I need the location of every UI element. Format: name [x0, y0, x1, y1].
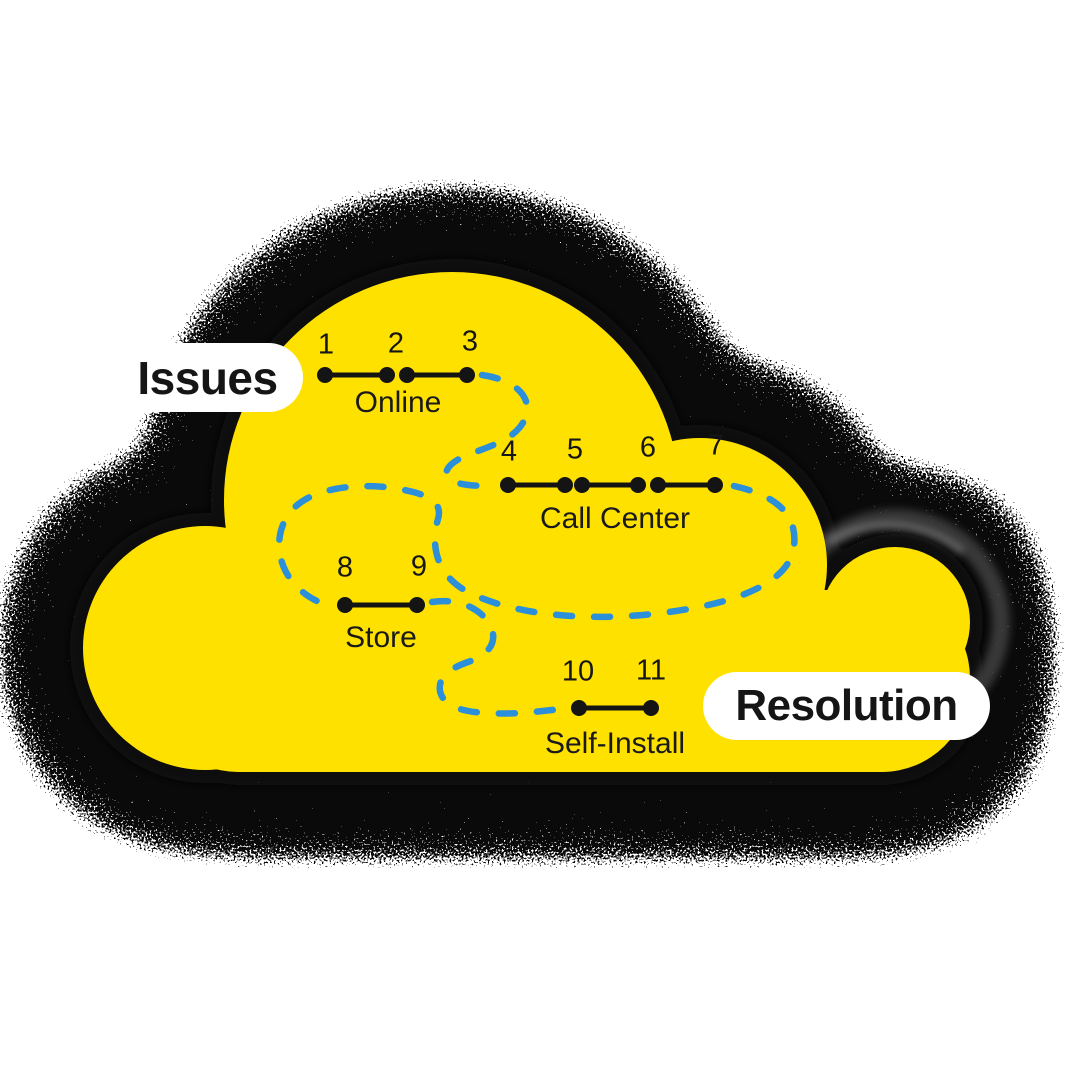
touchpoint-5b-dot: [574, 477, 590, 493]
touchpoint-5a-dot: [557, 477, 573, 493]
path-callcenter-loop-to-store: [275, 482, 798, 621]
journey-dashed-path: [275, 371, 798, 717]
touchpoint-2b-dot: [399, 367, 415, 383]
shadow-swirl-highlight: [797, 509, 1011, 696]
path-store-to-selfinstall: [428, 597, 566, 717]
path-online-to-callcenter: [443, 371, 531, 490]
touchpoint-9-dot: [409, 597, 425, 613]
touchpoint-6b-dot: [650, 477, 666, 493]
touchpoint-connectors: [325, 372, 715, 711]
touchpoint-8-dot: [337, 597, 353, 613]
touchpoint-4-dot: [500, 477, 516, 493]
touchpoint-10-dot: [571, 700, 587, 716]
touchpoint-1-dot: [317, 367, 333, 383]
touchpoint-6a-dot: [630, 477, 646, 493]
touchpoint-dots: [317, 367, 723, 716]
touchpoint-2a-dot: [379, 367, 395, 383]
touchpoint-7-dot: [707, 477, 723, 493]
touchpoint-11-dot: [643, 700, 659, 716]
touchpoint-3-dot: [459, 367, 475, 383]
